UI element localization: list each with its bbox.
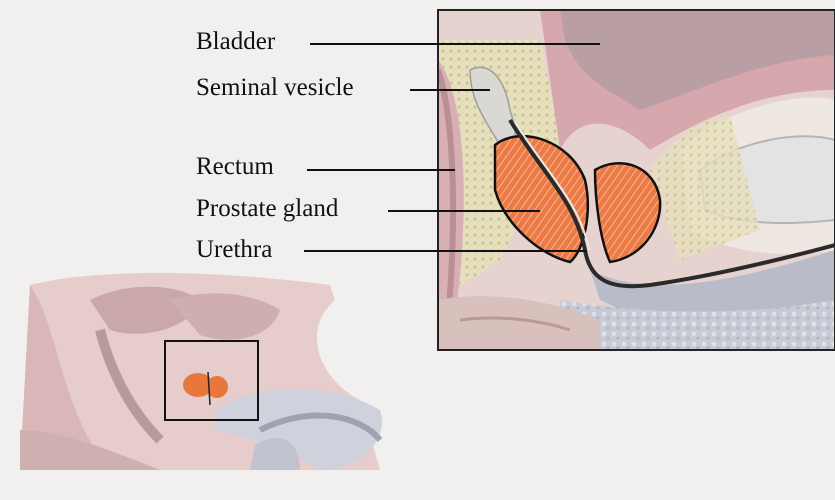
inset-anatomy: [438, 10, 835, 350]
label-urethra: Urethra: [196, 237, 272, 262]
label-rectum: Rectum: [196, 154, 274, 179]
overview-figure: [20, 273, 382, 470]
label-prostate-gland: Prostate gland: [196, 196, 338, 221]
label-bladder: Bladder: [196, 29, 275, 54]
label-seminal-vesicle: Seminal vesicle: [196, 75, 354, 100]
